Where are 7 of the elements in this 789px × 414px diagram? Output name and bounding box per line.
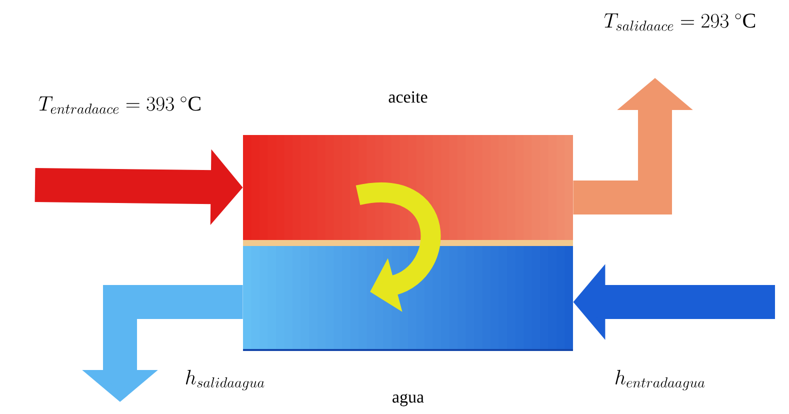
temperature-label: $T_{salidaace}=293\ {}^{\circ}\mathrm{C}$	[604, 13, 756, 31]
temperature-label: $h_{salidaagua}$	[186, 370, 264, 390]
exchanger-chamber: aceite	[243, 91, 573, 240]
temperature-label: $h_{entradaagua}$	[616, 370, 705, 390]
node-label: agua	[392, 394, 424, 406]
temperature-label: $T_{entradaace}=393\ {}^{\circ}\mathrm{C}$	[38, 96, 200, 114]
node-label: aceite	[388, 91, 428, 103]
